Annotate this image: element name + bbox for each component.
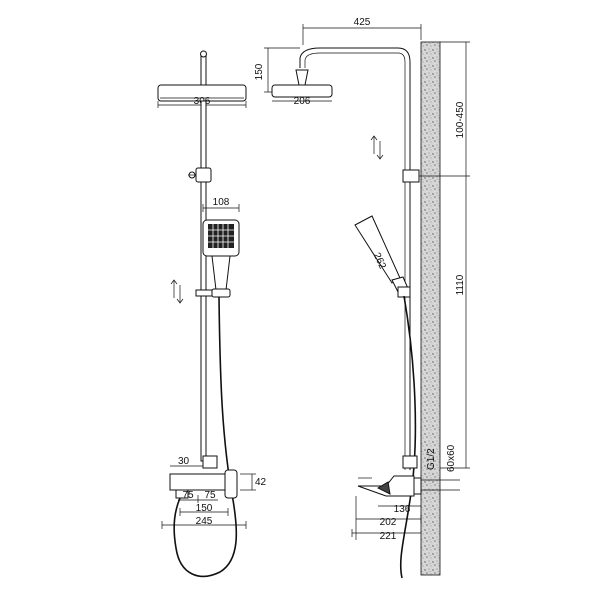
front-slide-rail: [200, 100, 207, 462]
dim-side-221: 221: [380, 531, 397, 542]
dim-mixer-base: 150: [196, 503, 213, 514]
dim-head-side: 206: [294, 96, 311, 107]
dim-slide-range-top: 100-450: [455, 101, 466, 138]
dim-arm-drop: 150: [254, 63, 265, 80]
dim-wall-gap: G1/2: [426, 448, 437, 470]
dim-mixer-total: 245: [196, 516, 213, 527]
side-shower-hose: [399, 295, 417, 579]
dim-mixer-height: 42: [255, 477, 267, 488]
dim-bracket: 60x60: [446, 444, 457, 472]
side-slide-arrows: [370, 135, 384, 160]
side-upper-clamp: [402, 169, 420, 183]
front-upper-clamp: [195, 167, 212, 183]
front-hand-shower-handle: [211, 255, 231, 291]
dim-mixer-offset: 30: [178, 456, 190, 467]
dim-rail-height: 1110: [455, 274, 466, 295]
side-shower-arm: [299, 47, 411, 470]
side-diverter: [402, 455, 418, 469]
dim-spout-b: 75: [204, 490, 216, 501]
front-shower-arm: [200, 54, 207, 86]
front-slide-holder: [211, 288, 231, 298]
front-view: 306 108: [157, 50, 267, 578]
front-diverter: [202, 455, 218, 469]
front-slide-arrows: [170, 279, 184, 304]
front-mixer-lever: [224, 469, 238, 499]
dim-hand-width: 108: [213, 197, 230, 208]
side-view: 206 425 150 100-450 1110 262: [254, 17, 470, 579]
wall-section: [420, 41, 441, 576]
dim-spout-a: 75: [182, 490, 194, 501]
side-slide-holder: [397, 286, 411, 298]
front-mixer-body: [169, 473, 233, 491]
dim-side-202: 202: [380, 517, 397, 528]
dim-side-136: 136: [394, 504, 411, 515]
dim-top-width: 425: [354, 17, 371, 28]
front-shower-hose: [173, 296, 238, 578]
